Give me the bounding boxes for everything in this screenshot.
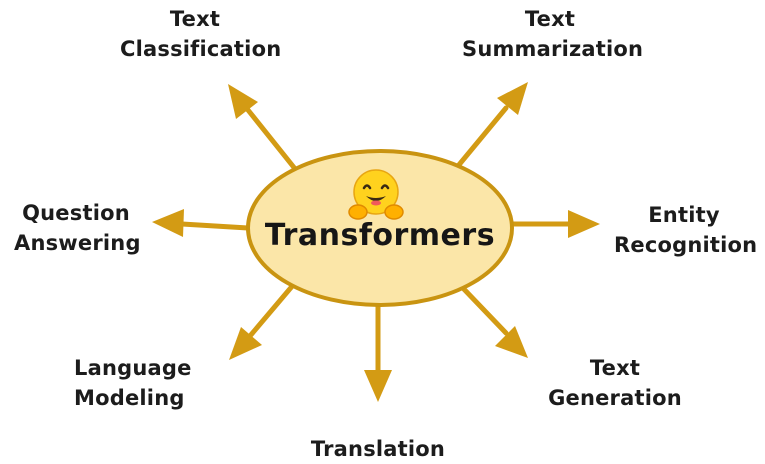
label-text-generation-line2: Generation xyxy=(548,386,682,410)
label-translation: Translation xyxy=(308,434,448,464)
arrow-text-classification xyxy=(228,84,303,178)
label-text-classification: Text Classification xyxy=(120,4,282,64)
center-title: Transformers xyxy=(264,218,496,253)
transformers-ellipse xyxy=(246,149,514,307)
arrow-language-modeling xyxy=(229,281,297,360)
label-language-modeling-line2: Modeling xyxy=(74,386,185,410)
hugging-face-icon xyxy=(348,169,404,220)
label-entity-recognition: Entity Recognition xyxy=(614,200,758,260)
arrow-question-answering xyxy=(152,209,251,237)
label-text-summarization-line1: Text xyxy=(524,7,576,31)
label-translation-line1: Translation xyxy=(310,437,446,461)
label-question-answering-line2: Answering xyxy=(14,231,141,255)
label-text-generation: Text Generation xyxy=(548,353,682,413)
label-text-classification-line2: Classification xyxy=(120,37,282,61)
label-language-modeling: Language Modeling xyxy=(74,353,192,413)
label-text-classification-line1: Text xyxy=(169,7,221,31)
label-entity-recognition-line2: Recognition xyxy=(614,233,758,257)
arrow-entity-recognition xyxy=(511,210,600,238)
arrow-text-generation xyxy=(457,282,528,358)
label-text-summarization: Text Summarization xyxy=(462,4,644,64)
label-question-answering-line1: Question xyxy=(22,201,130,225)
label-text-generation-line1: Text xyxy=(589,356,641,380)
label-entity-recognition-line1: Entity xyxy=(648,203,720,227)
arrow-text-summarization xyxy=(455,82,528,169)
label-text-summarization-line2: Summarization xyxy=(462,37,644,61)
label-language-modeling-line1: Language xyxy=(74,356,192,380)
label-question-answering: Question Answering xyxy=(14,198,141,258)
arrow-translation xyxy=(364,299,392,402)
